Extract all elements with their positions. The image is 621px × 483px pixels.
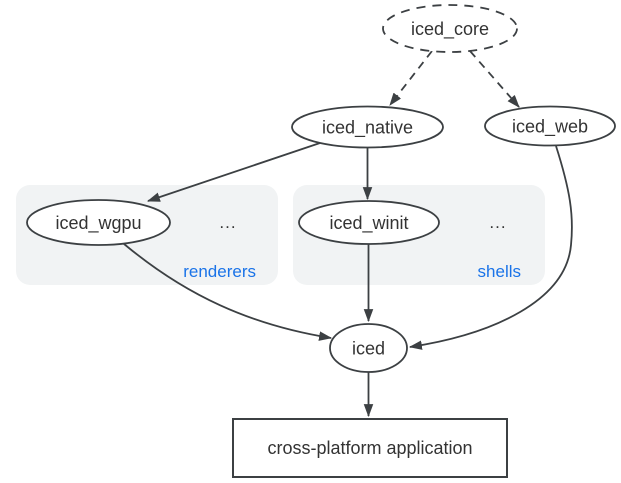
iced-native-ellipse [291, 105, 444, 149]
iced-web-ellipse [484, 105, 616, 147]
node-iced-wgpu: iced_wgpu [26, 199, 171, 246]
node-cross-platform-application: cross-platform application [232, 418, 508, 478]
edge-iced-native-to-iced-wgpu [146, 142, 321, 202]
shells-label: shells [478, 262, 521, 281]
node-iced-core: iced_core [382, 4, 518, 53]
node-iced-winit: iced_winit [298, 200, 440, 245]
iced-wgpu-label: iced_wgpu [55, 213, 141, 234]
application-rect [232, 418, 508, 478]
node-iced-web: iced_web [484, 105, 616, 147]
iced-core-label: iced_core [411, 19, 489, 40]
renderers-label: renderers [183, 262, 256, 281]
edge-iced-wgpu-to-iced [122, 242, 333, 341]
node-iced: iced [329, 323, 408, 373]
renderers-ellipsis: ... [219, 213, 236, 232]
iced-wgpu-ellipse [26, 199, 171, 246]
iced-ellipse [329, 323, 408, 373]
iced-winit-ellipse [298, 200, 440, 245]
shells-ellipsis: ... [489, 213, 506, 232]
edge-iced-web-to-iced [408, 145, 573, 350]
iced-native-label: iced_native [322, 118, 413, 139]
iced-winit-label: iced_winit [329, 213, 408, 234]
edge-iced-core-to-iced-web [469, 50, 520, 108]
edge-iced-core-to-iced-native [389, 50, 433, 106]
application-label: cross-platform application [267, 438, 472, 458]
iced-label: iced [352, 339, 385, 359]
node-iced-native: iced_native [291, 105, 444, 149]
iced-core-ellipse [382, 4, 518, 53]
iced-web-label: iced_web [512, 117, 588, 138]
